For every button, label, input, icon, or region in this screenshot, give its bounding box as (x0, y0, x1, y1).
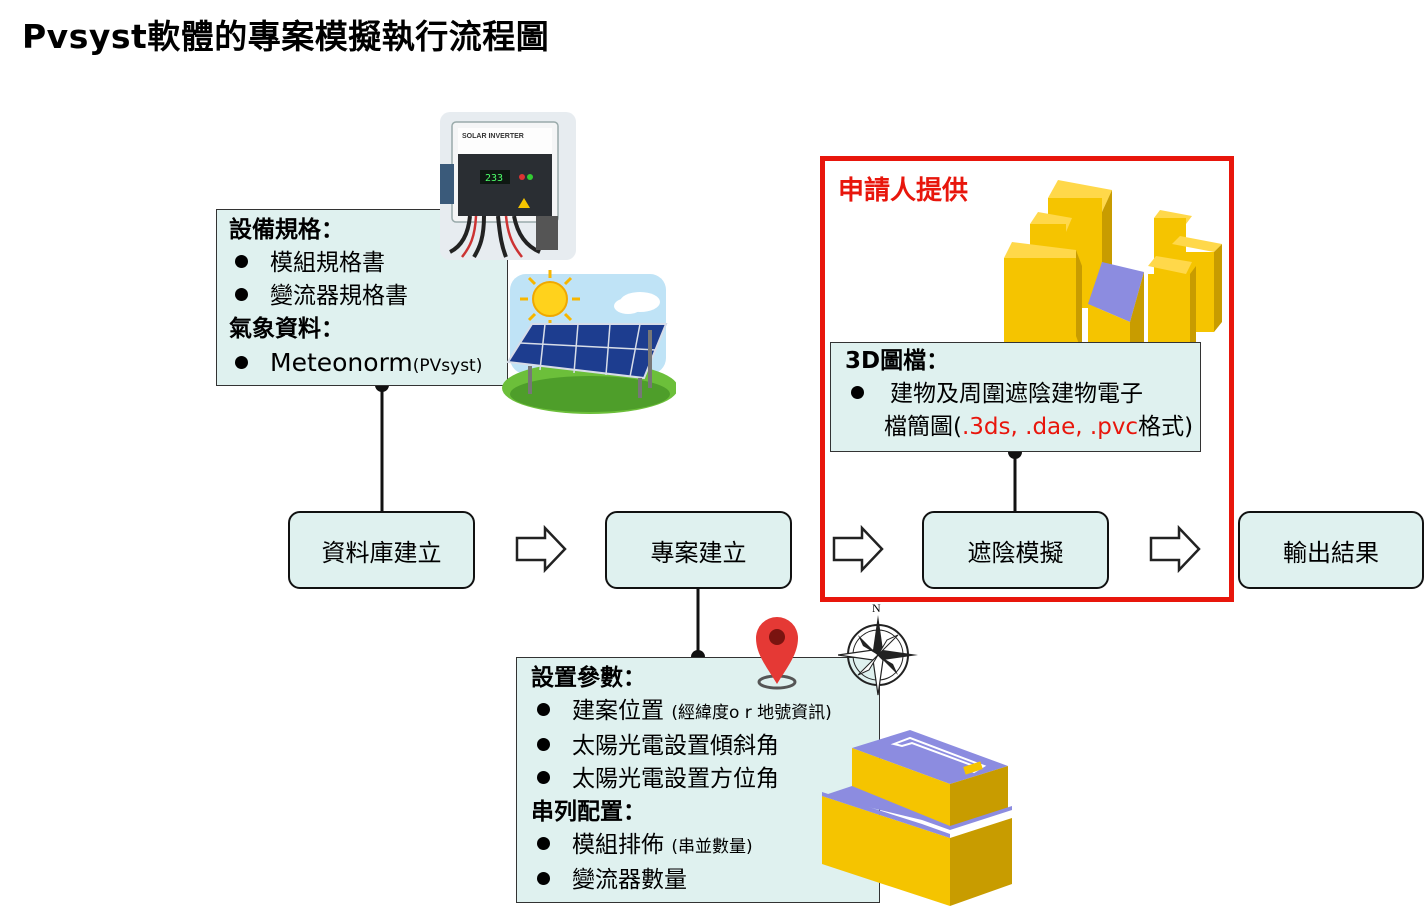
sun-icon (520, 270, 580, 328)
list-item: 太陽光電設置傾斜角 (531, 730, 879, 763)
svg-text:SOLAR INVERTER: SOLAR INVERTER (462, 133, 524, 140)
list-item: 模組排佈 (串並數量) (531, 829, 879, 864)
list-item: 變流器規格書 (229, 280, 507, 313)
process-step-shading-simulation: 遮陰模擬 (922, 511, 1109, 589)
arrow-right-icon (515, 524, 567, 574)
list-item-continuation: 檔簡圖(.3ds, .dae, .pvc格式) (884, 414, 1194, 440)
building-3d-icon (822, 730, 1012, 906)
svg-text:N: N (872, 601, 881, 615)
process-step-output: 輸出結果 (1238, 511, 1424, 589)
svg-text:233: 233 (485, 173, 503, 184)
equipment-heading: 設備規格： (229, 217, 344, 243)
process-step-project: 專案建立 (605, 511, 792, 589)
setup-heading: 設置參數： (531, 665, 646, 691)
compass-icon: N (838, 601, 918, 696)
applicant-provided-frame (820, 156, 1234, 602)
map-pin-icon (756, 617, 798, 690)
list-item: 太陽光電設置方位角 (531, 763, 879, 796)
list-item: 模組規格書 (229, 247, 507, 280)
solar-inverter-icon: SOLAR INVERTER 233 (440, 112, 576, 260)
string-config-heading: 串列配置： (531, 799, 646, 825)
3d-file-info-box: 3D圖檔： 建物及周圍遮陰建物電子 檔簡圖(.3ds, .dae, .pvc格式… (830, 342, 1201, 452)
arrow-right-icon (1149, 524, 1201, 574)
arrow-right-icon (832, 524, 884, 574)
building-3d-icon (1004, 180, 1222, 362)
connector-setup (691, 588, 705, 664)
list-item: Meteonorm(PVsyst) (229, 346, 507, 383)
connector-equipment (375, 378, 389, 512)
list-item: 建物及周圍遮陰建物電子 (845, 378, 1200, 411)
list-item: 建案位置 (經緯度o r 地號資訊) (531, 695, 879, 730)
setup-params-box: 設置參數： 建案位置 (經緯度o r 地號資訊) 太陽光電設置傾斜角 太陽光電設… (516, 657, 880, 903)
applicant-provided-label: 申請人提供 (838, 176, 969, 206)
file-formats: .3ds, .dae, .pvc (961, 414, 1139, 440)
solar-panel-icon (502, 270, 676, 414)
weather-heading: 氣象資料： (229, 316, 344, 342)
3d-file-heading: 3D圖檔： (845, 348, 950, 374)
list-item: 變流器數量 (531, 864, 879, 897)
process-step-database: 資料庫建立 (288, 511, 475, 589)
page-title: Pvsyst軟體的專案模擬執行流程圖 (22, 17, 550, 56)
